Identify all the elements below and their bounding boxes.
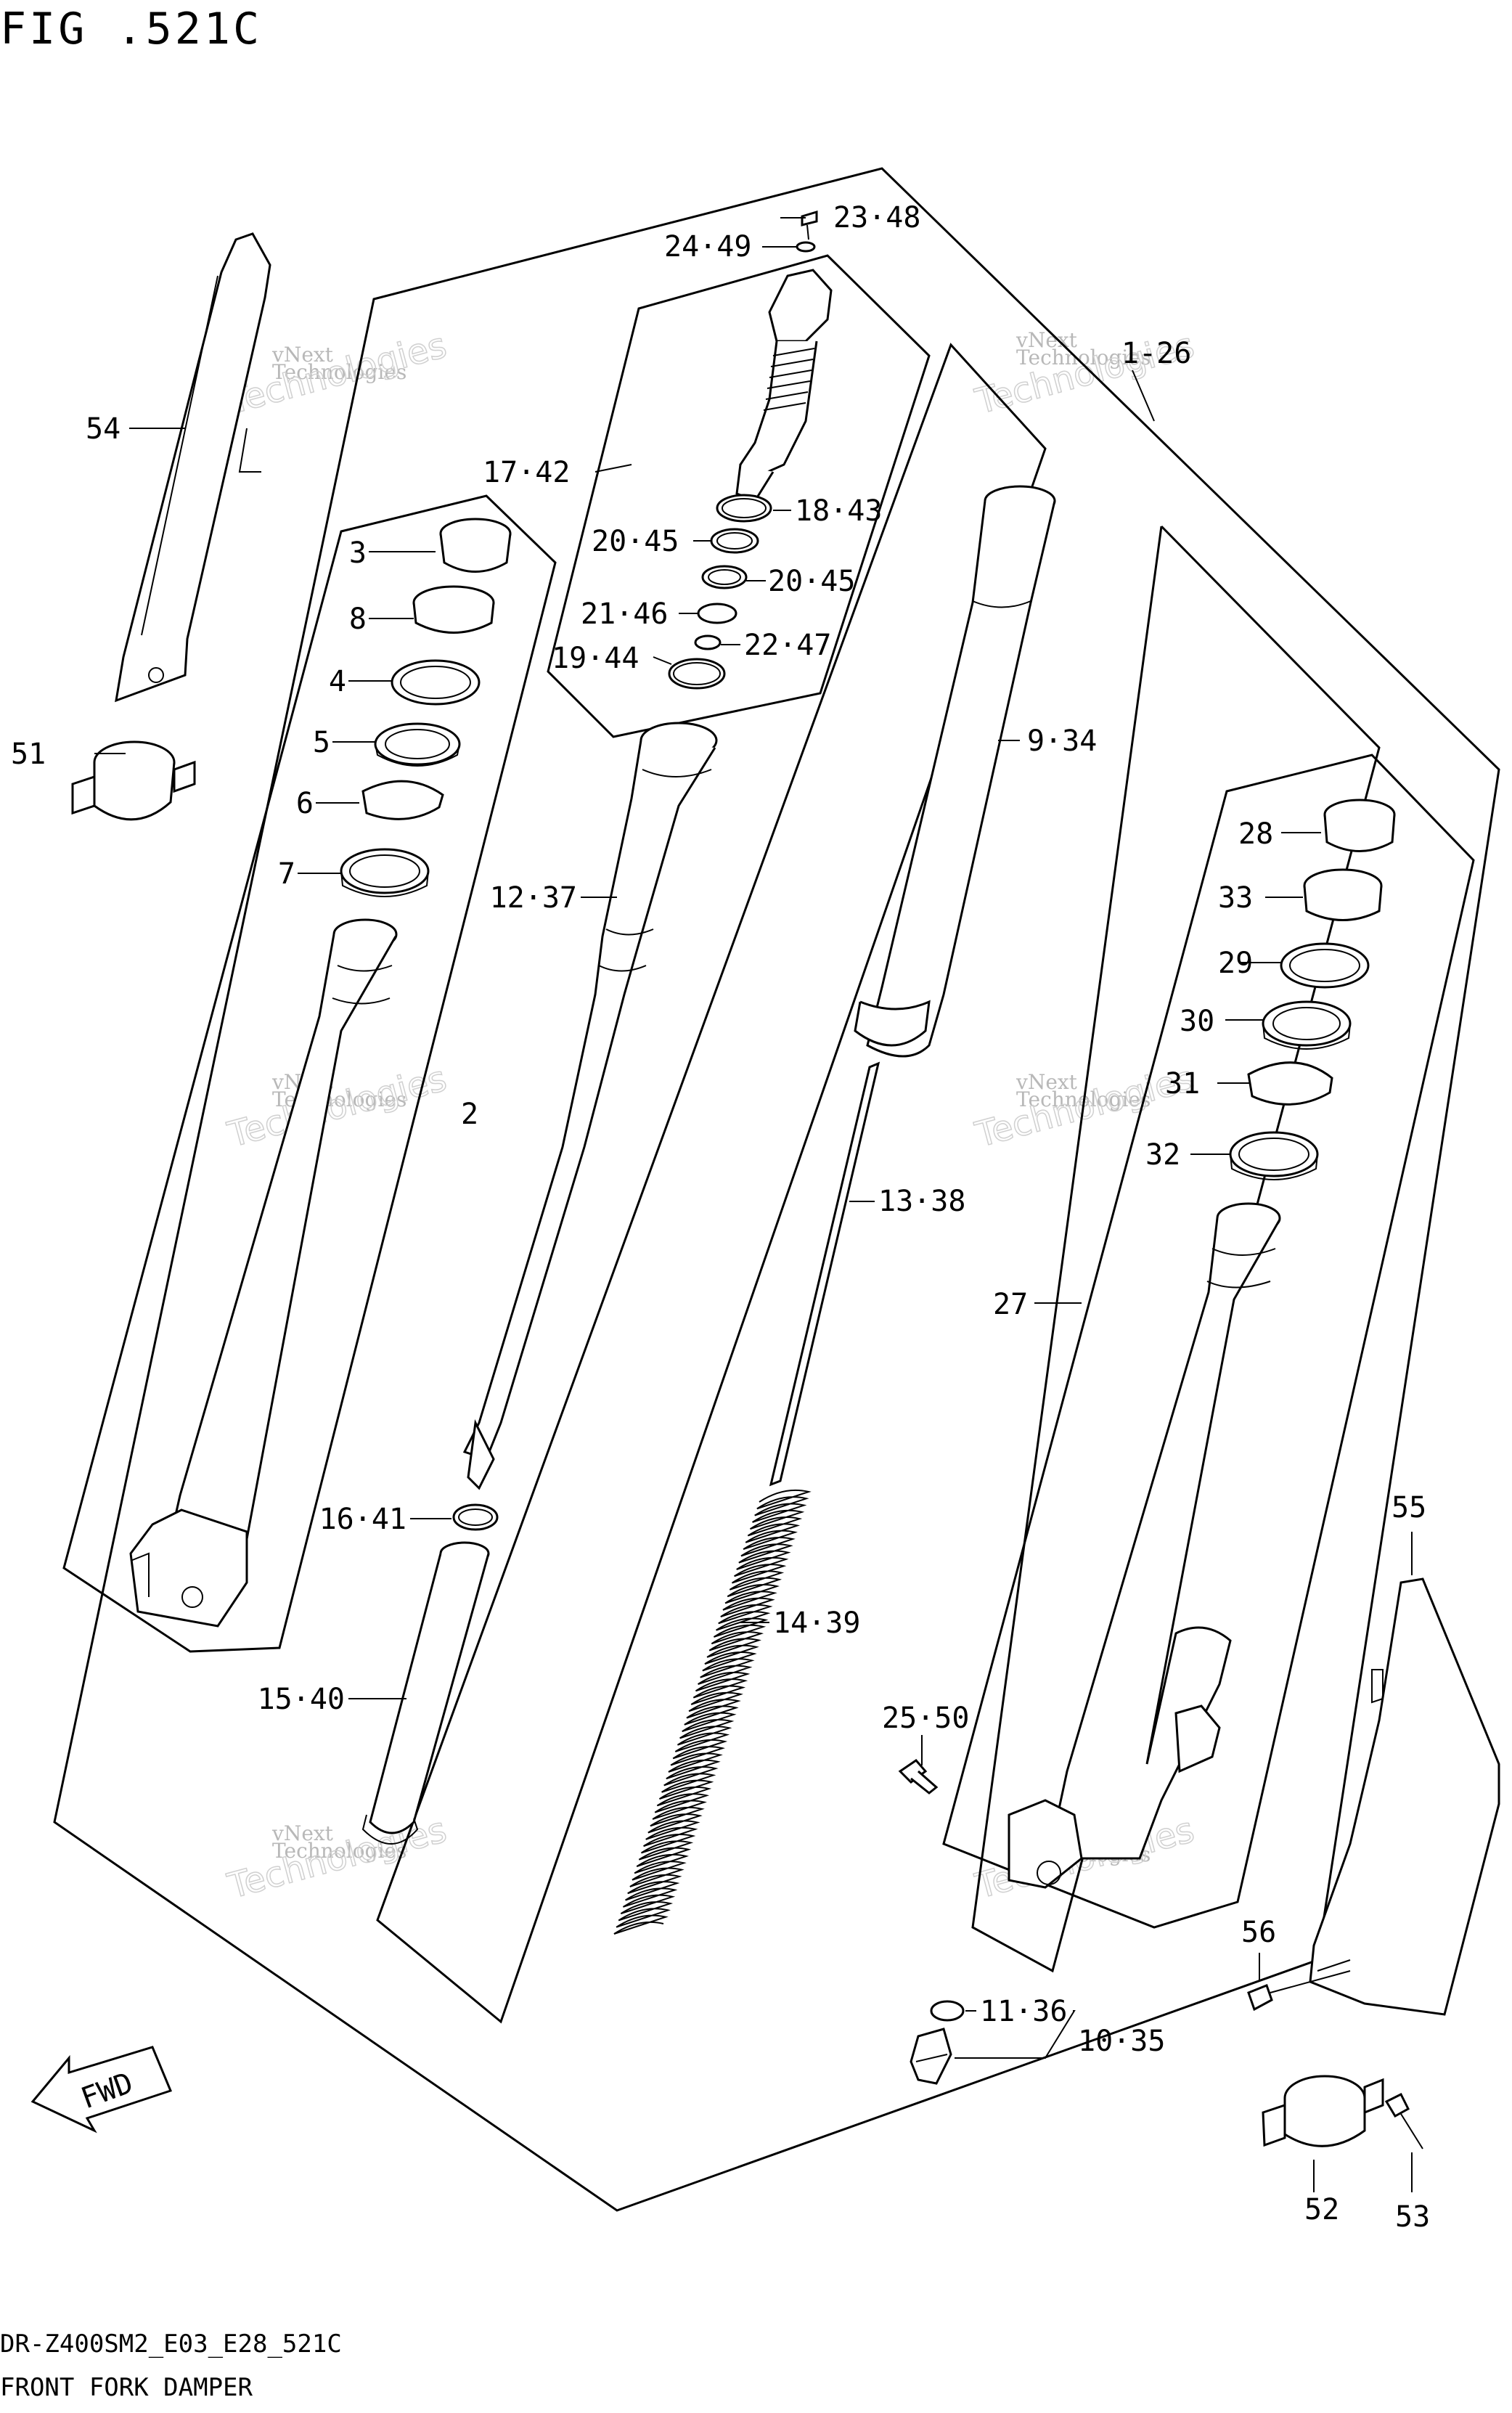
watermark-group: vNext Technologies Technologies vNext Te… [223, 324, 1199, 1908]
right-tube-frame [971, 525, 1381, 1973]
part-18-o-ring[interactable] [716, 494, 772, 523]
part-6-stopper-ring[interactable] [361, 780, 444, 820]
part-24-o-ring[interactable] [796, 241, 816, 253]
callout-12: 12·37 [490, 881, 577, 915]
callout-20a: 20·45 [592, 525, 679, 558]
part-11-o-ring[interactable] [930, 2000, 965, 2022]
callout-52: 52 [1304, 2193, 1339, 2226]
callout-31: 31 [1165, 1067, 1200, 1101]
callout-14: 14·39 [773, 1606, 860, 1640]
part-12-cartridge-cylinder[interactable] [462, 722, 718, 1490]
figure-caption: FRONT FORK DAMPER [0, 2373, 253, 2402]
part-9-inner-tube[interactable] [854, 485, 1056, 1058]
part-14-spring[interactable] [613, 1489, 812, 1935]
callout-15: 15·40 [258, 1683, 345, 1716]
callout-7: 7 [278, 857, 295, 891]
watermark-text: Technologies [272, 360, 406, 384]
part-51-clamp[interactable] [71, 740, 196, 821]
part-32-dust-seal[interactable] [1229, 1131, 1319, 1180]
part-10-base-valve[interactable] [910, 2028, 952, 2085]
center-frame [376, 343, 1047, 2024]
model-code: DR-Z400SM2_E03_E28_521C [0, 2330, 342, 2359]
callout-16: 16·41 [319, 1503, 406, 1536]
forward-arrow-icon: FWD [30, 2046, 173, 2134]
callout-24: 24·49 [664, 230, 751, 264]
callout-51: 51 [11, 738, 46, 771]
callout-2: 2 [461, 1098, 478, 1131]
part-53-bolt[interactable] [1384, 2092, 1423, 2149]
part-30-oil-seal[interactable] [1262, 1000, 1352, 1050]
watermark-text: vNext [1016, 1070, 1078, 1094]
leader-lines [94, 217, 1413, 2192]
part-27-outer-tube[interactable] [1008, 1202, 1281, 1889]
callout-28: 28 [1238, 817, 1273, 851]
cartridge-frame [547, 254, 931, 738]
part-23-bolt[interactable] [801, 210, 818, 240]
callout-21: 21·46 [581, 597, 668, 631]
part-56-bolt[interactable] [1247, 1970, 1351, 2012]
callout-18: 18·43 [795, 494, 882, 528]
left-tube-frame [62, 494, 557, 1653]
part-15-tube[interactable] [361, 1541, 490, 1845]
callout-30: 30 [1180, 1005, 1214, 1038]
callout-1: 1-26 [1121, 337, 1191, 370]
part-13-rod[interactable] [769, 1061, 880, 1487]
callout-8: 8 [349, 603, 367, 636]
callout-19: 19·44 [552, 642, 639, 675]
right-seal-frame [942, 754, 1475, 1929]
callout-17: 17·42 [483, 456, 570, 489]
part-33-bushing[interactable] [1303, 868, 1383, 921]
callout-53: 53 [1395, 2200, 1430, 2234]
part-22-o-ring[interactable] [694, 634, 722, 650]
part-20-washer-a[interactable] [710, 528, 759, 554]
callout-13: 13·38 [878, 1185, 965, 1218]
figure-title: FIG .521C [0, 4, 262, 54]
callout-33: 33 [1218, 881, 1253, 915]
callout-6: 6 [296, 787, 314, 820]
watermark-text: Technologies [224, 325, 451, 422]
part-2-outer-tube[interactable] [129, 918, 398, 1628]
callout-25: 25·50 [882, 1702, 969, 1735]
part-28-bushing[interactable] [1323, 799, 1396, 852]
part-7-dust-seal[interactable] [340, 848, 430, 897]
part-31-stopper-ring[interactable] [1247, 1061, 1333, 1106]
part-4-washer[interactable] [391, 659, 481, 706]
watermark-text: Technologies [224, 1810, 451, 1907]
callout-4: 4 [329, 665, 346, 698]
callout-27: 27 [993, 1288, 1028, 1321]
callout-29: 29 [1218, 947, 1253, 980]
part-29-washer[interactable] [1280, 942, 1370, 989]
part-16-o-ring[interactable] [452, 1503, 499, 1531]
part-25-bolt[interactable] [898, 1759, 939, 1795]
callout-32: 32 [1145, 1138, 1180, 1172]
callout-10: 10·35 [1078, 2025, 1165, 2058]
callout-labels: 1-26 2 3 8 4 5 6 7 9·34 10·35 11·36 12·3… [11, 201, 1430, 2234]
callout-9: 9·34 [1027, 724, 1097, 758]
watermark-text: vNext [271, 1821, 334, 1845]
callout-55: 55 [1392, 1491, 1426, 1524]
callout-22: 22·47 [744, 629, 831, 662]
part-3-bushing[interactable] [439, 518, 512, 573]
callout-54: 54 [86, 412, 120, 446]
part-54-fork-guard[interactable] [115, 232, 271, 703]
part-8-bushing[interactable] [412, 585, 495, 634]
callout-11: 11·36 [980, 1995, 1067, 2028]
part-52-clamp[interactable] [1262, 2075, 1384, 2147]
callout-20b: 20·45 [768, 565, 855, 598]
callout-56: 56 [1241, 1916, 1276, 1949]
callout-5: 5 [313, 726, 330, 759]
watermark-text: vNext [271, 343, 334, 367]
part-19-o-ring[interactable] [668, 658, 726, 690]
part-20-washer-b[interactable] [701, 565, 748, 589]
callout-3: 3 [349, 536, 367, 570]
part-17-cartridge-head[interactable] [735, 269, 833, 502]
part-21-o-ring[interactable] [697, 603, 737, 624]
callout-23: 23·48 [833, 201, 920, 234]
part-5-oil-seal[interactable] [374, 722, 461, 767]
part-55-fork-guard[interactable] [1309, 1577, 1500, 2016]
